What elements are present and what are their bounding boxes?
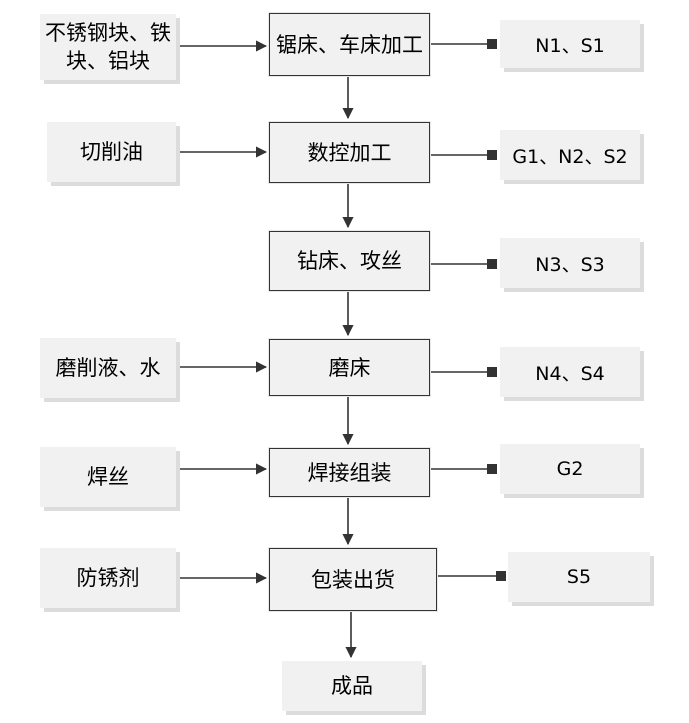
input-rust-inhibitor: 防锈剂 [40,548,176,608]
step-welding-assembly: 焊接组装 [269,448,430,497]
output-n1-s1: N1、S1 [500,20,640,68]
step-sawing-turning: 锯床、车床加工 [269,13,430,76]
step-cnc-machining-label: 数控加工 [307,140,392,165]
input-grinding-fluid-label: 磨削液、水 [55,356,161,380]
output-g2: G2 [500,444,640,494]
input-cutting-oil: 切削油 [47,122,176,182]
step-welding-assembly-label: 焊接组装 [307,460,392,485]
end-marker-3 [487,259,497,269]
output-g1-n2-s2-label: G1、N2、S2 [512,145,628,168]
output-n4-s4-label: N4、S4 [535,362,605,385]
input-welding-wire: 焊丝 [40,447,176,507]
end-marker-4 [487,367,497,377]
output-n3-s3-label: N3、S3 [535,253,605,276]
final-product-label: 成品 [331,674,373,698]
final-product: 成品 [282,661,422,711]
step-grinding: 磨床 [269,339,430,396]
step-cnc-machining: 数控加工 [269,122,430,183]
input-raw-materials: 不锈钢块、铁块、铝块 [40,14,176,80]
output-g1-n2-s2: G1、N2、S2 [500,130,640,180]
output-g2-label: G2 [556,458,584,480]
output-n3-s3: N3、S3 [500,238,640,288]
input-raw-materials-label: 不锈钢块、铁块、铝块 [45,21,171,73]
step-packaging-shipping-label: 包装出货 [311,567,395,592]
input-grinding-fluid: 磨削液、水 [40,338,176,398]
end-marker-6 [496,571,506,581]
step-drilling-tapping-label: 钻床、攻丝 [297,249,402,273]
input-cutting-oil-label: 切削油 [80,140,143,164]
output-n4-s4: N4、S4 [500,347,640,397]
step-packaging-shipping: 包装出货 [269,548,437,611]
output-s5-label: S5 [566,566,592,588]
input-welding-wire-label: 焊丝 [87,465,129,489]
step-drilling-tapping: 钻床、攻丝 [269,231,430,291]
end-marker-5 [487,464,497,474]
step-sawing-turning-label: 锯床、车床加工 [276,32,423,57]
end-marker-1 [487,39,497,49]
end-marker-2 [487,150,497,160]
input-rust-inhibitor-label: 防锈剂 [76,566,140,590]
output-s5: S5 [508,552,650,602]
output-n1-s1-label: N1、S1 [535,34,605,57]
step-grinding-label: 磨床 [328,355,371,380]
